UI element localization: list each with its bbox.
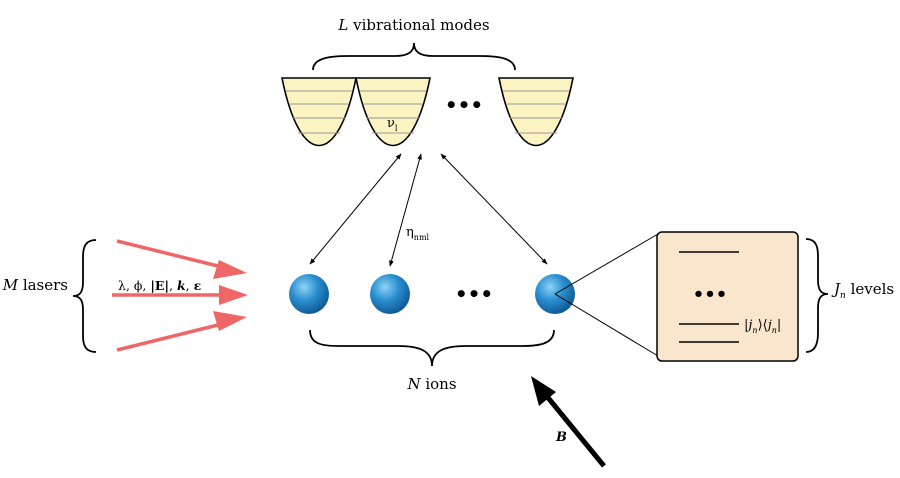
laser-beam xyxy=(116,311,247,352)
levels-brace xyxy=(805,238,829,353)
coupling-arrow xyxy=(309,153,402,265)
magnetic-field-arrow-icon xyxy=(531,376,606,468)
lasers-brace xyxy=(72,239,97,353)
ion-sphere-icon xyxy=(370,274,410,314)
field-label: B xyxy=(555,430,567,445)
coupling-arrow xyxy=(389,153,422,267)
ion-sphere-icon xyxy=(289,274,329,314)
level-box xyxy=(656,231,799,362)
potential-well-icon xyxy=(355,77,431,146)
mode-frequency-label: νl xyxy=(387,116,398,133)
levels-label: Jn levels xyxy=(831,280,894,301)
lasers-label: M lasers xyxy=(2,276,68,294)
ions-ellipsis: ••• xyxy=(455,282,493,306)
coupling-label: ηnml xyxy=(406,225,430,242)
laser-beam xyxy=(116,239,247,279)
zoom-line xyxy=(554,233,659,295)
modes-brace xyxy=(312,42,516,71)
ions-brace xyxy=(309,329,555,367)
modes-ellipsis: ••• xyxy=(445,93,483,117)
zoom-line xyxy=(554,293,659,357)
laser-params-label: λ, ϕ, |E|, k, ε xyxy=(118,278,201,293)
laser-beam xyxy=(112,285,248,305)
coupling-arrow xyxy=(440,153,548,265)
level-projector-label: |jn⟩⟨jn| xyxy=(744,318,781,335)
levels-ellipsis: ••• xyxy=(693,284,728,305)
potential-well-icon xyxy=(498,77,574,146)
vibrational-modes-label: L vibrational modes xyxy=(337,16,489,34)
potential-well-icon xyxy=(281,77,357,146)
ions-label: N ions xyxy=(406,375,456,393)
